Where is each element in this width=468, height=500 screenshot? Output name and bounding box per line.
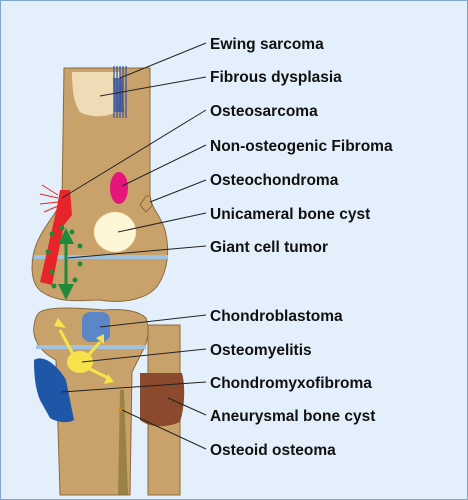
label-aneurysmal-bone-cyst: Aneurysmal bone cyst xyxy=(210,408,375,425)
osteochondroma-lesion xyxy=(139,195,153,213)
label-ewing-sarcoma: Ewing sarcoma xyxy=(210,36,324,53)
chondroblastoma-lesion xyxy=(82,312,110,342)
label-chondromyxofibroma: Chondromyxofibroma xyxy=(210,375,372,392)
leader-osteosarcoma xyxy=(61,109,207,199)
osteosarcoma-lesion xyxy=(56,190,72,225)
leader-ewing-sarcoma xyxy=(119,42,207,79)
label-osteochondroma: Osteochondroma xyxy=(210,172,339,189)
giant-cell-tumor-lesion xyxy=(45,225,83,289)
leader-aneurysmal-bone-cyst xyxy=(167,397,207,416)
aneurysmal-bone-cyst-lesion xyxy=(140,373,185,427)
leader-non-osteogenic-fibroma xyxy=(121,144,207,187)
leader-osteomyelitis xyxy=(81,348,207,363)
non-osteogenic-fibroma-lesion xyxy=(110,172,128,204)
osteoid-osteoma-lesion xyxy=(118,390,128,495)
giant-cell-tumor-arrow xyxy=(58,228,74,300)
osteosarcoma-edge xyxy=(40,212,64,285)
leader-unicameral-bone-cyst xyxy=(117,212,207,233)
tibia-growth-plate xyxy=(36,345,146,349)
ewing-sarcoma-fill xyxy=(113,78,124,112)
unicameral-bone-cyst-lesion xyxy=(93,211,137,253)
leader-lines xyxy=(61,42,207,450)
label-non-osteogenic-fibroma: Non-osteogenic Fibroma xyxy=(210,138,393,155)
leader-chondromyxofibroma xyxy=(61,381,207,393)
osteosarcoma-spicules xyxy=(39,184,59,213)
leader-giant-cell-tumor xyxy=(67,245,207,259)
fibrous-dysplasia-lesion xyxy=(72,72,120,117)
chondromyxofibroma-lesion xyxy=(34,358,74,423)
label-chondroblastoma: Chondroblastoma xyxy=(210,308,343,325)
leader-osteochondroma xyxy=(149,179,207,203)
leader-osteoid-osteoma xyxy=(121,409,207,450)
label-osteomyelitis: Osteomyelitis xyxy=(210,342,312,359)
leader-fibrous-dysplasia xyxy=(99,76,207,97)
label-osteosarcoma: Osteosarcoma xyxy=(210,103,318,120)
label-fibrous-dysplasia: Fibrous dysplasia xyxy=(210,69,342,86)
osteoid-osteoma-nidus xyxy=(118,407,124,413)
label-giant-cell-tumor: Giant cell tumor xyxy=(210,239,328,256)
femur-growth-plate xyxy=(34,255,168,259)
label-unicameral-bone-cyst: Unicameral bone cyst xyxy=(210,206,370,223)
leader-chondroblastoma xyxy=(99,314,207,328)
osteomyelitis-arrows xyxy=(54,318,114,384)
label-osteoid-osteoma: Osteoid osteoma xyxy=(210,442,336,459)
